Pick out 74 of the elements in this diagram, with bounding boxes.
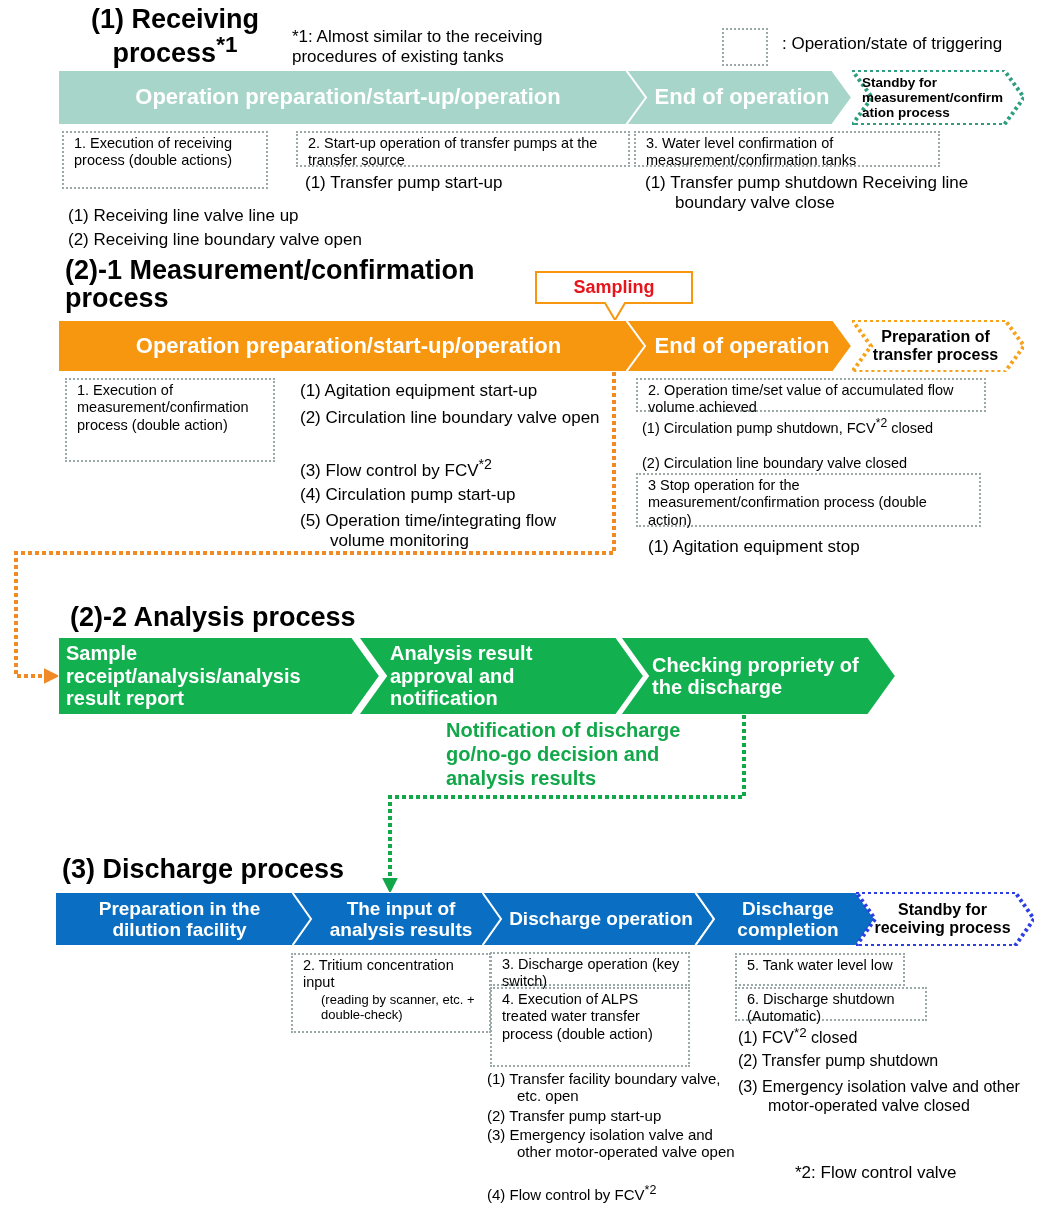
box-text: 4. Execution of ALPS treated water transfer process (double action) xyxy=(502,991,654,1044)
step-text: (3) Flow control by FCV$^{*2}$ xyxy=(300,456,493,482)
chevron-step xyxy=(626,320,852,372)
chevron-step xyxy=(482,892,714,946)
step-text: (2) Transfer pump start-up xyxy=(487,1107,663,1125)
step-text: (4) Circulation pump start-up xyxy=(300,485,517,506)
step-label: End of operation xyxy=(653,333,831,359)
callout-label: Sampling xyxy=(572,276,656,299)
step-text: (1) Agitation equipment stop xyxy=(648,537,861,558)
trigger-box xyxy=(291,953,491,1033)
box-text: 6. Discharge shutdown (Automatic) xyxy=(747,991,896,1026)
step-text: (1) Transfer pump start-up xyxy=(305,173,504,194)
step-text: (1) Transfer pump shutdown Receiving line boundary valve close xyxy=(645,173,970,214)
trigger-box xyxy=(62,131,268,189)
legend-label: : Operation/state of triggering xyxy=(782,34,1003,55)
step-label: Sample receipt/analysis/analysis result report xyxy=(65,642,302,710)
box-text: 2. Tritium concentration input xyxy=(303,957,455,992)
step-text: (1) Transfer facility boundary valve, etc. open xyxy=(487,1070,722,1105)
step-text: (1) Circulation pump shutdown, FCV$^{*2}$ closed xyxy=(642,416,935,438)
dotted-arrow xyxy=(14,372,616,684)
section-heading: (2)-1 Measurement/confirmation process xyxy=(65,256,476,313)
step-text: (2) Circulation line boundary valve open xyxy=(300,408,601,429)
section-heading: (2)-2 Analysis process xyxy=(70,603,357,632)
step-label: Discharge completion xyxy=(736,897,840,941)
trigger-box xyxy=(636,378,986,412)
box-text: 3. Discharge operation (key switch) xyxy=(502,956,681,991)
dotted-chevron-step xyxy=(856,892,1034,946)
step-text: (2) Receiving line boundary valve open xyxy=(68,230,363,251)
step-label: Analysis result approval and notification xyxy=(389,642,534,710)
chevron-step xyxy=(695,892,875,946)
trigger-box xyxy=(490,987,690,1067)
section-heading: (1) Receiving process$^{*1}$ xyxy=(89,5,261,68)
step-label: Standby for measurement/confirmation process xyxy=(861,74,1005,121)
step-label: Preparation in the dilution facility xyxy=(97,897,262,941)
footnote: *1: Almost similar to the receiving procedures of existing tanks xyxy=(292,27,544,68)
box-note: (reading by scanner, etc. + double-check) xyxy=(320,991,476,1023)
step-label: The input of analysis results xyxy=(328,897,474,941)
step-text: (3) Emergency isolation valve and other motor-operated valve closed xyxy=(738,1077,1021,1116)
box-text: 3. Water level confirmation of measurement/confirmation tanks xyxy=(646,135,858,170)
dotted-chevron-step xyxy=(852,70,1024,125)
box-text: 1. Execution of receiving process (double actions) xyxy=(74,135,233,170)
footnote: *2: Flow control valve xyxy=(795,1163,958,1184)
step-label: Standby for receiving process xyxy=(873,901,1012,937)
step-text: (5) Operation time/integrating flow volume monitoring xyxy=(300,511,558,552)
trigger-box xyxy=(636,473,981,527)
step-text: (1) FCV$^{*2}$ closed xyxy=(738,1025,859,1048)
step-text: (1) Agitation equipment start-up xyxy=(300,381,539,402)
chevron-step xyxy=(58,637,380,715)
step-text: (4) Flow control by FCV$^{*2}$ xyxy=(487,1183,658,1204)
box-text: 1. Execution of measurement/confirmation process (double action) xyxy=(77,382,250,435)
step-label: End of operation xyxy=(653,85,831,110)
box-text: 5. Tank water level low xyxy=(747,957,894,975)
trigger-box xyxy=(296,131,630,167)
step-text: (2) Transfer pump shutdown xyxy=(738,1051,940,1071)
chevron-step xyxy=(358,637,644,715)
trigger-box xyxy=(735,953,905,986)
chevron-step xyxy=(620,637,896,715)
step-label: Operation preparation/start-up/operation xyxy=(134,333,563,359)
chevron-step xyxy=(626,70,852,125)
step-label: Preparation of transfer process xyxy=(871,328,1000,364)
step-label: Checking propriety of the discharge xyxy=(651,653,860,699)
section-heading: (3) Discharge process xyxy=(62,855,346,884)
callout-box xyxy=(535,271,693,321)
step-label: Discharge operation xyxy=(508,908,694,930)
trigger-box xyxy=(634,131,940,167)
step-text: (1) Receiving line valve line up xyxy=(68,206,300,227)
step-text: (2) Circulation line boundary valve closed xyxy=(642,455,909,473)
box-text: 2. Start-up operation of transfer pumps at the transfer source xyxy=(308,135,599,170)
box-text: 3 Stop operation for the measurement/confirmation process (double action) xyxy=(648,477,928,530)
step-text: (3) Emergency isolation valve and other motor-operated valve open xyxy=(487,1126,736,1161)
step-label: Operation preparation/start-up/operation xyxy=(134,85,562,110)
dotted-arrow xyxy=(382,715,746,894)
trigger-box xyxy=(65,378,275,462)
dotted-chevron-step xyxy=(852,320,1024,372)
